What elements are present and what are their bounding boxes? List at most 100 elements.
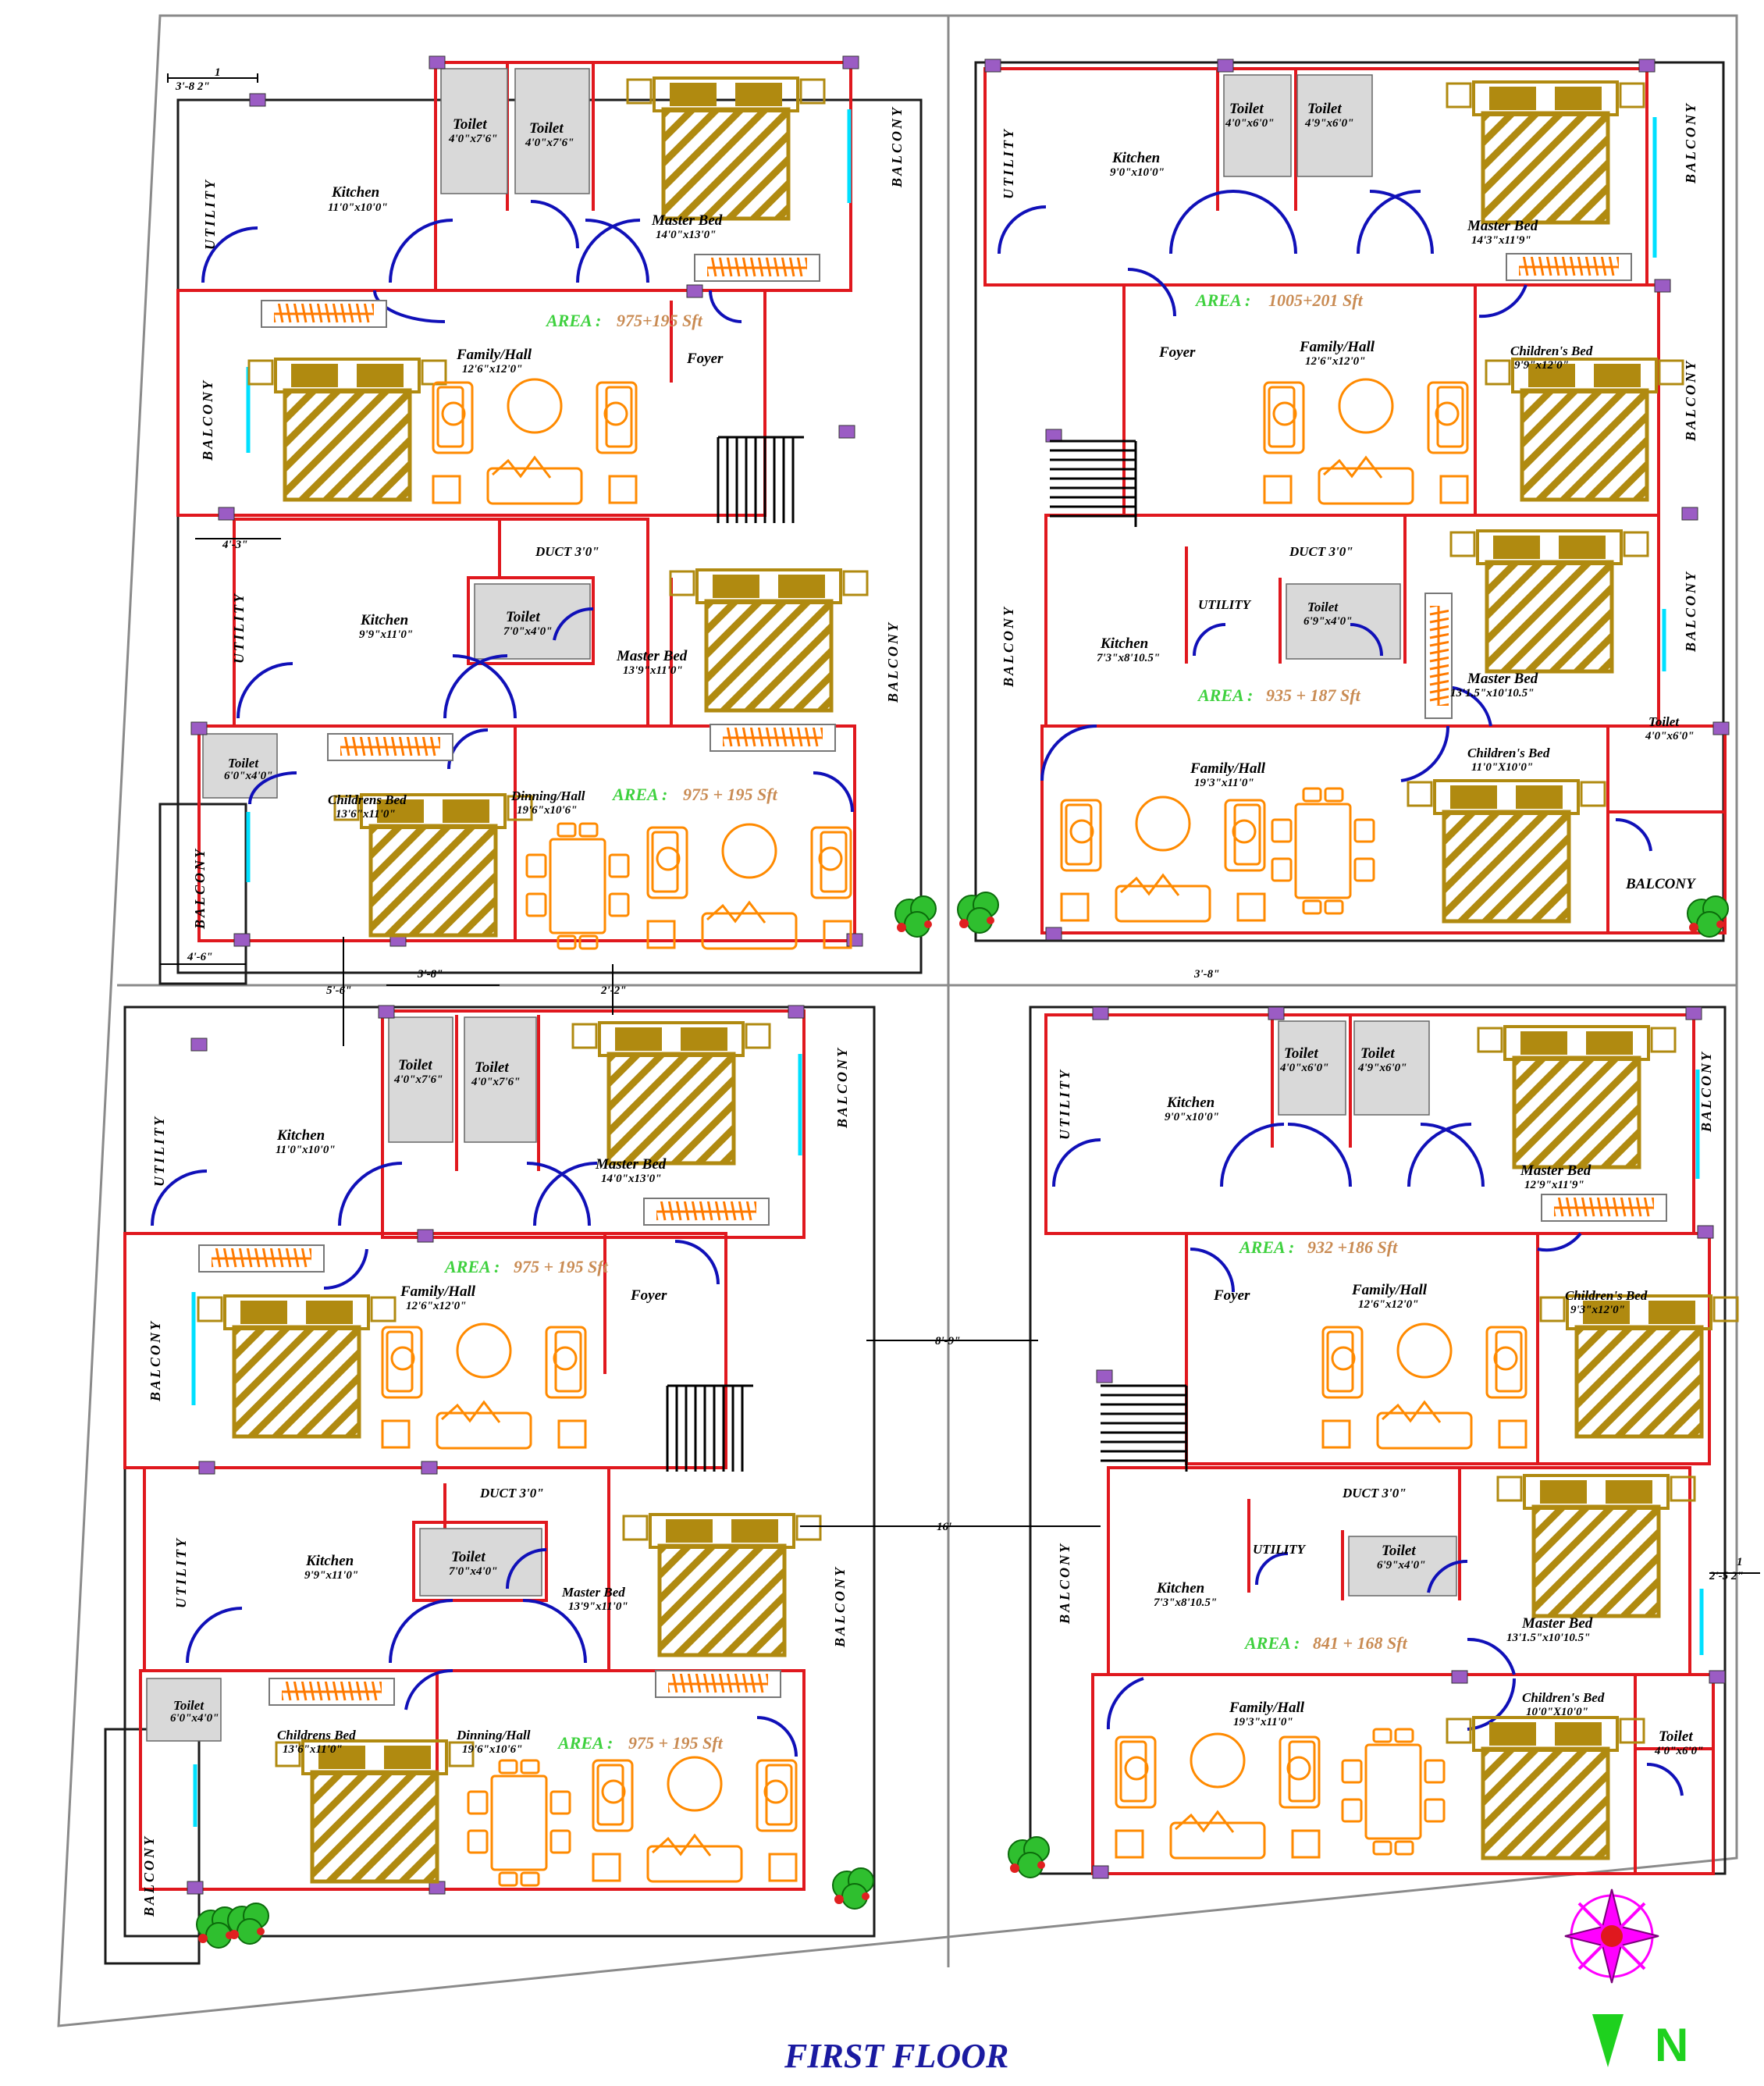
room-label: Children's Bed [1510,344,1593,358]
dimension-label: 8'-9" [935,1335,961,1347]
bed-icon [1486,359,1683,500]
room-label: Toilet [1307,600,1339,614]
room-label: Toilet [1360,1045,1395,1062]
room-label: Kitchen [1111,150,1160,166]
area-label: AREA : [611,785,667,804]
room-dimension: 9'0"x10'0" [1165,1111,1219,1123]
room-label: Kitchen [1100,635,1148,652]
room-label: BALCONY [1683,359,1698,442]
room-dimension: 4'0"x7'6" [525,137,574,149]
room-label: BALCONY [1683,570,1698,653]
room-dimension: 9'9"x11'0" [359,628,413,641]
room-label: Master Bed [1467,218,1538,234]
wardrobe-icon [197,1244,325,1273]
sofa-set-icon [432,378,638,505]
room-label: Dinning/Hall [456,1728,531,1742]
sofa-set-icon [381,1322,587,1450]
room-dimension: 19'3"x11'0" [1194,777,1254,789]
sofa-set-icon [646,823,852,950]
dimension-label: 5'-6" [326,984,352,997]
room-label: BALCONY [832,1565,848,1648]
dimension-label: 2'-2" [600,984,627,997]
dimension-label: 1 [1737,1556,1743,1568]
room-dimension: 7'0"x4'0" [503,625,553,638]
room-label: Toilet [173,1698,204,1713]
room-dimension: 12'6"x12'0" [1305,355,1366,368]
room-label: Family/Hall [400,1283,476,1300]
dimension-label: 16' [937,1521,951,1533]
block-a: AREA : 975+195 Sft AREA : 975 + 195 Sft … [158,55,923,985]
room-label: Kitchen [331,184,379,201]
sofa-set-icon [592,1756,798,1883]
room-label: Toilet [1307,101,1342,117]
room-dimension: 7'3"x8'10.5" [1097,652,1160,664]
room-label: Master Bed [1520,1162,1592,1179]
room-dimension: 6'0"x4'0" [224,770,273,782]
room-dimension: 11'0"X10'0" [1471,761,1533,774]
room-label: Children's Bed [1467,746,1550,760]
room-label: Foyer [1213,1287,1250,1304]
duct-label: DUCT 3'0" [479,1486,544,1500]
block-c: AREA : 975 + 195 Sft AREA : 975 + 195 Sf… [104,1005,876,1965]
tree-icon [957,892,999,934]
area-label: AREA : [1194,290,1250,310]
wardrobe-icon [654,1669,782,1699]
room-dimension: 11'0"x10'0" [328,201,388,214]
room-label: BALCONY [200,379,215,461]
room-label: BALCONY [1698,1050,1714,1133]
room-dimension: 4'0"x6'0" [1654,1745,1704,1757]
wardrobe-icon [709,723,837,753]
room-label: Toilet [1284,1045,1318,1062]
room-dimension: 14'3"x11'9" [1471,234,1531,247]
room-label: Children's Bed [1522,1690,1605,1705]
site-boundary [57,14,1738,2027]
room-label: BALCONY [1683,101,1698,184]
room-label: Family/Hall [456,347,532,363]
area-value: 975 + 195 Sft [628,1733,724,1753]
room-label: UTILITY [202,178,218,250]
room-label: BALCONY [141,1835,157,1917]
room-label: Toilet [529,120,564,137]
room-label: BALCONY [885,621,901,703]
area-label: AREA : [443,1257,500,1276]
room-dimension: 13'6"x11'0" [336,808,396,821]
room-label: Family/Hall [1229,1700,1305,1716]
dimension-label: 2'-5 2" [1709,1570,1744,1582]
room-dimension: 4'0"x6'0" [1225,117,1275,130]
room-dimension: 13'1.5"x10'10.5" [1450,687,1535,699]
tree-icon [894,895,937,938]
tree-icon [227,1903,269,1945]
room-dimension: 12'6"x12'0" [1358,1298,1419,1311]
area-label: AREA : [545,311,601,330]
wardrobe-icon [260,299,388,329]
room-dimension: 7'0"x4'0" [449,1565,498,1578]
room-dimension: 13'9"x11'0" [623,664,683,677]
dimension-label: 3'-8" [1193,968,1220,981]
room-dimension: 13'9"x11'0" [568,1600,628,1613]
wardrobe-icon [1540,1193,1668,1223]
room-dimension: 4'9"x6'0" [1357,1062,1407,1074]
duct-label: DUCT 3'0" [535,544,599,559]
room-label: UTILITY [1253,1542,1307,1557]
room-dimension: 19'6"x10'6" [462,1743,523,1756]
room-label: Kitchen [1156,1580,1204,1597]
duct-label: DUCT 3'0" [1342,1486,1407,1500]
room-dimension: 9'9"x12'0" [1514,359,1569,372]
dimension-label: 3'-8" [417,968,443,981]
room-label: Family/Hall [1190,760,1266,777]
room-label: UTILITY [173,1536,189,1608]
room-dimension: 6'9"x4'0" [1377,1559,1426,1572]
room-label: Master Bed [651,212,723,229]
dining-table-icon [1271,787,1375,915]
sofa-set-icon [1115,1732,1321,1860]
room-label: Foyer [630,1287,667,1304]
area-value: 975 + 195 Sft [683,785,778,804]
block-d: AREA : 932 +186 Sft AREA : 841 + 168 Sft… [1029,1006,1737,1879]
drawing-title: FIRST FLOOR [784,2037,1008,2075]
room-label: Childrens Bed [328,792,407,807]
room-dimension: 14'0"x13'0" [601,1173,662,1185]
room-label: Toilet [451,1549,485,1565]
staircase-icon [666,1384,755,1473]
bed-icon [1498,1476,1695,1616]
room-dimension: 4'0"x6'0" [1279,1062,1329,1074]
